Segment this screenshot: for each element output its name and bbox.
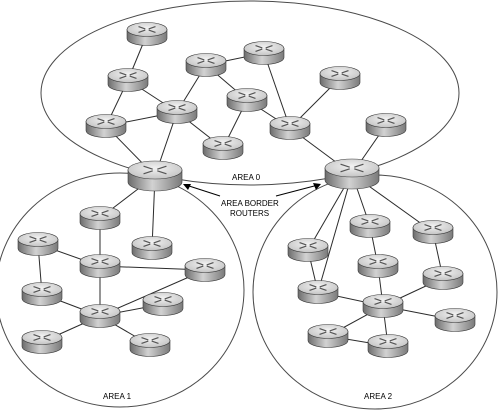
router-icon xyxy=(434,308,476,332)
router-icon xyxy=(319,66,361,90)
area-border-router-icon xyxy=(127,160,183,192)
network-link xyxy=(317,173,353,293)
router-icon xyxy=(226,88,268,112)
router-icon xyxy=(156,100,198,124)
abr-label-line1: AREA BORDER xyxy=(221,199,279,208)
router-icon xyxy=(17,232,59,256)
area0-boundary xyxy=(40,0,460,186)
router-icon xyxy=(126,22,168,46)
router-icon xyxy=(362,294,404,318)
router-icon xyxy=(85,114,127,138)
router-icon xyxy=(202,136,244,160)
router-icon xyxy=(412,220,454,244)
area2-boundary xyxy=(252,174,498,410)
area2-label: AREA 2 xyxy=(364,392,393,401)
area1-label: AREA 1 xyxy=(103,392,132,401)
abr-label-line2: ROUTERS xyxy=(230,209,269,218)
router-icon xyxy=(79,304,121,328)
router-icon xyxy=(184,258,226,282)
router-icon xyxy=(367,334,409,358)
router-icon xyxy=(349,214,391,238)
router-layer xyxy=(17,22,476,358)
router-icon xyxy=(131,236,173,260)
area1-boundary xyxy=(0,172,245,408)
area-border-router-icon xyxy=(324,158,380,190)
router-icon xyxy=(307,324,349,348)
router-icon xyxy=(185,53,227,77)
router-icon xyxy=(287,238,329,262)
abr-arrows xyxy=(183,183,321,197)
router-icon xyxy=(357,254,399,278)
router-icon xyxy=(269,116,311,140)
router-icon xyxy=(142,292,184,316)
router-icon xyxy=(79,206,121,230)
router-icon xyxy=(21,330,63,354)
router-icon xyxy=(243,41,285,65)
router-icon xyxy=(21,282,63,306)
area0-label: AREA 0 xyxy=(232,173,261,182)
router-icon xyxy=(79,254,121,278)
network-link xyxy=(263,52,291,129)
router-icon xyxy=(129,333,171,357)
router-icon xyxy=(107,68,149,92)
router-icon xyxy=(365,113,407,137)
router-icon xyxy=(422,266,464,290)
router-icon xyxy=(297,280,339,304)
